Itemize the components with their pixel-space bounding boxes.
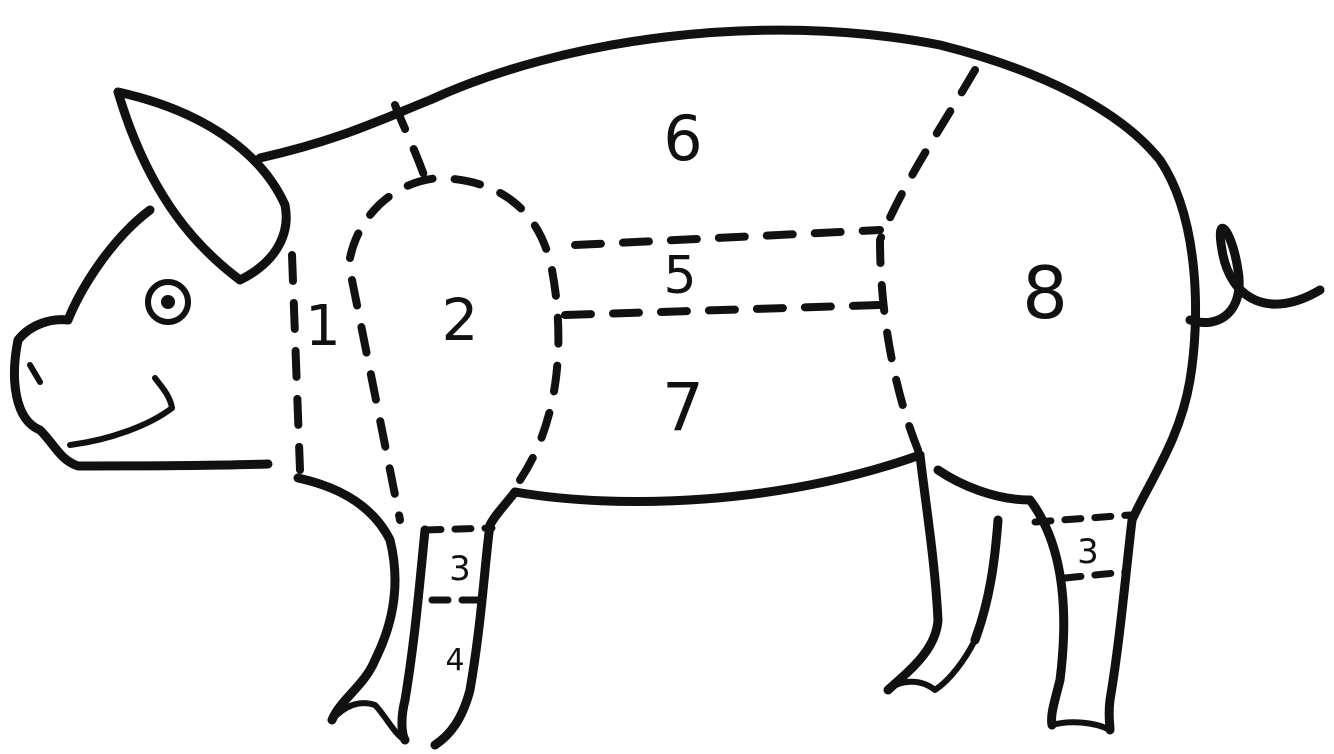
label-section-5: 5 [663,246,696,306]
pig-mouth [70,378,172,445]
cut-lines [292,70,975,520]
cut-line-neck [292,255,300,470]
label-section-1: 1 [305,294,341,359]
label-section-6: 6 [663,102,702,175]
section-labels: 1 2 3 4 5 6 7 8 3 [305,102,1099,678]
pig-head [14,92,286,466]
cut-line-belly-top [575,230,880,245]
pig-front-legs [298,478,515,745]
cut-line-shoulder-front [352,280,400,520]
pig-ear [118,92,286,280]
pig-hind-legs [888,455,1132,730]
label-section-7: 7 [662,369,704,446]
pig-nostril [30,365,40,382]
label-section-3-rear: 3 [1077,532,1099,572]
label-section-2: 2 [442,286,479,354]
cut-line-belly-bottom [565,305,880,315]
cut-line-ham [880,70,975,450]
pig-pupil [161,295,175,309]
label-section-4: 4 [445,643,464,678]
pig-tail [1190,228,1320,322]
label-section-8: 8 [1022,251,1068,335]
label-section-3-front: 3 [449,549,471,589]
cut-line-top-shoulder [395,105,425,178]
